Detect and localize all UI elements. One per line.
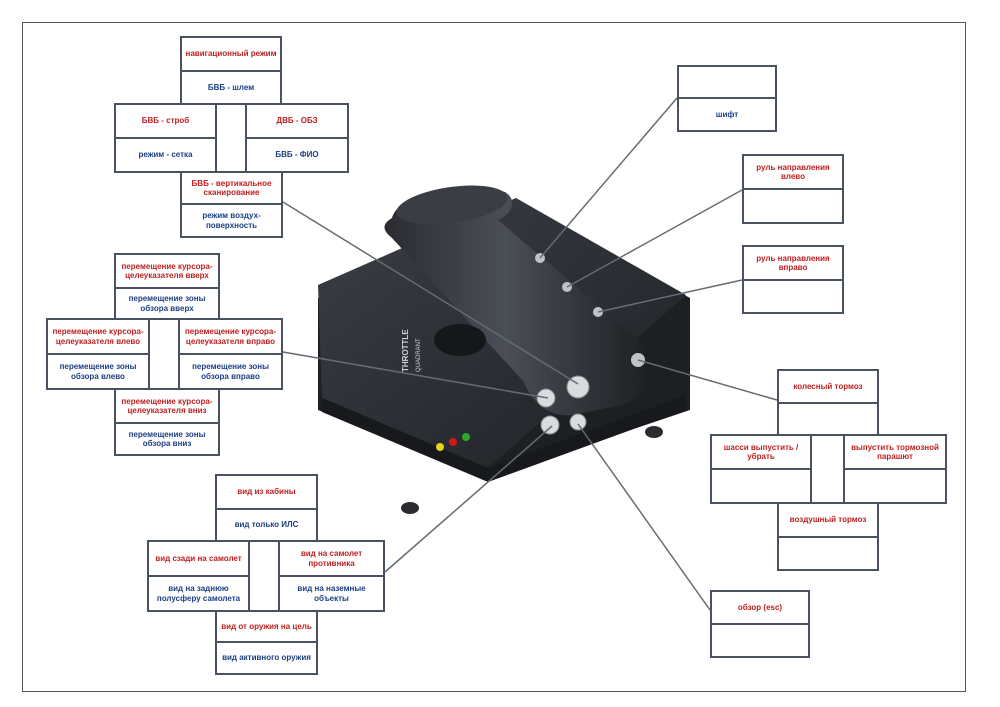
- label-air-brake: воздушный тормоз: [777, 502, 879, 538]
- label-shift: шифт: [677, 97, 777, 132]
- label-view-zone-left: перемещение зоны обзора влево: [46, 353, 150, 390]
- label-bvb-vert-scan: БВБ - вертикальное сканирование: [180, 171, 283, 205]
- label-view-cockpit: вид из кабины: [215, 474, 318, 510]
- hat-switch-bottom: [540, 415, 560, 435]
- device-foot: [645, 426, 663, 438]
- leader-line-rudder-right: [597, 279, 743, 313]
- hat-switch-right: [569, 413, 587, 431]
- leader-lines: [282, 97, 778, 611]
- hat-switch-top: [566, 375, 590, 399]
- label-view-active-weapon: вид активного оружия: [215, 641, 318, 675]
- review-empty-slot: [710, 623, 810, 658]
- shift-empty-slot: [677, 65, 777, 99]
- label-rudder-right: руль направления вправо: [742, 245, 844, 281]
- label-view-ils: вид только ИЛС: [215, 508, 318, 542]
- leader-line-cursor-hat: [282, 351, 549, 399]
- device-model-text: QUADRANT: [416, 338, 422, 372]
- led-red: [449, 438, 457, 446]
- label-view-zone-right: перемещение зоны обзора вправо: [178, 353, 283, 390]
- leader-line-view-hat: [384, 425, 553, 573]
- label-wheel-brake: колесный тормоз: [777, 369, 879, 404]
- label-dvb-obz: ДВБ - ОБЗ: [245, 103, 349, 139]
- led-green: [462, 433, 470, 441]
- label-review-esc: обзор (esc): [710, 590, 810, 625]
- label-view-enemy-plane: вид на самолет противника: [278, 540, 385, 577]
- label-view-ground-objects: вид на наземные объекты: [278, 575, 385, 612]
- handle-cap: [396, 185, 508, 225]
- air-brake-empty-slot: [777, 536, 879, 571]
- leader-line-brakes: [637, 359, 778, 401]
- label-cursor-down: перемещение курсора-целеуказателя вниз: [114, 388, 220, 424]
- brake-cluster-center-gap: [810, 434, 845, 504]
- label-bvb-fio: БВБ - ФИО: [245, 137, 349, 173]
- cluster-center-gap: [215, 103, 247, 173]
- label-view-rear-hemisphere: вид на заднюю полусферу самолета: [147, 575, 250, 612]
- label-gear-toggle: шасси выпустить / убрать: [710, 434, 812, 470]
- label-nav-mode: навигационный режим: [180, 36, 282, 72]
- label-mode-air-ground: режим воздух-поверхность: [180, 203, 283, 238]
- label-cursor-right: перемещение курсора-целеуказателя вправо: [178, 318, 283, 355]
- label-cursor-left: перемещение курсора-целеуказателя влево: [46, 318, 150, 355]
- bottom-cluster-center-gap: [248, 540, 280, 612]
- device-brand-text: THROTTLE: [401, 329, 410, 372]
- label-bvb-strobe: БВБ - строб: [114, 103, 217, 139]
- leader-line-view-switch: [282, 201, 579, 385]
- diagram-frame: [22, 22, 966, 692]
- label-brake-chute: выпустить тормозной парашют: [843, 434, 947, 470]
- throttle-handle: [384, 187, 653, 416]
- wheel-brake-empty-slot: [777, 402, 879, 436]
- label-mode-grid: режим - сетка: [114, 137, 217, 173]
- led-yellow: [436, 443, 444, 451]
- label-view-zone-down: перемещение зоны обзора вниз: [114, 422, 220, 456]
- leader-line-shift: [539, 97, 678, 259]
- leader-line-review: [577, 423, 711, 611]
- device-base-front: [322, 395, 686, 482]
- rudder-left-empty-slot: [742, 188, 844, 224]
- cross-center-gap: [148, 318, 180, 390]
- device-foot: [401, 502, 419, 514]
- throttle-device: THROTTLE QUADRANT: [318, 185, 690, 514]
- handle-hole: [434, 324, 486, 356]
- label-view-zone-up: перемещение зоны обзора вверх: [114, 287, 220, 320]
- label-view-weapon-target: вид от оружия на цель: [215, 610, 318, 643]
- leader-line-rudder-left: [566, 189, 743, 288]
- brake-chute-empty-slot: [843, 468, 947, 504]
- label-rudder-left: руль направления влево: [742, 154, 844, 190]
- label-view-behind-plane: вид сзади на самолет: [147, 540, 250, 577]
- gear-empty-slot: [710, 468, 812, 504]
- label-bvb-helmet: БВБ - шлем: [180, 70, 282, 106]
- rudder-right-empty-slot: [742, 279, 844, 314]
- label-cursor-up: перемещение курсора-целеуказателя вверх: [114, 253, 220, 289]
